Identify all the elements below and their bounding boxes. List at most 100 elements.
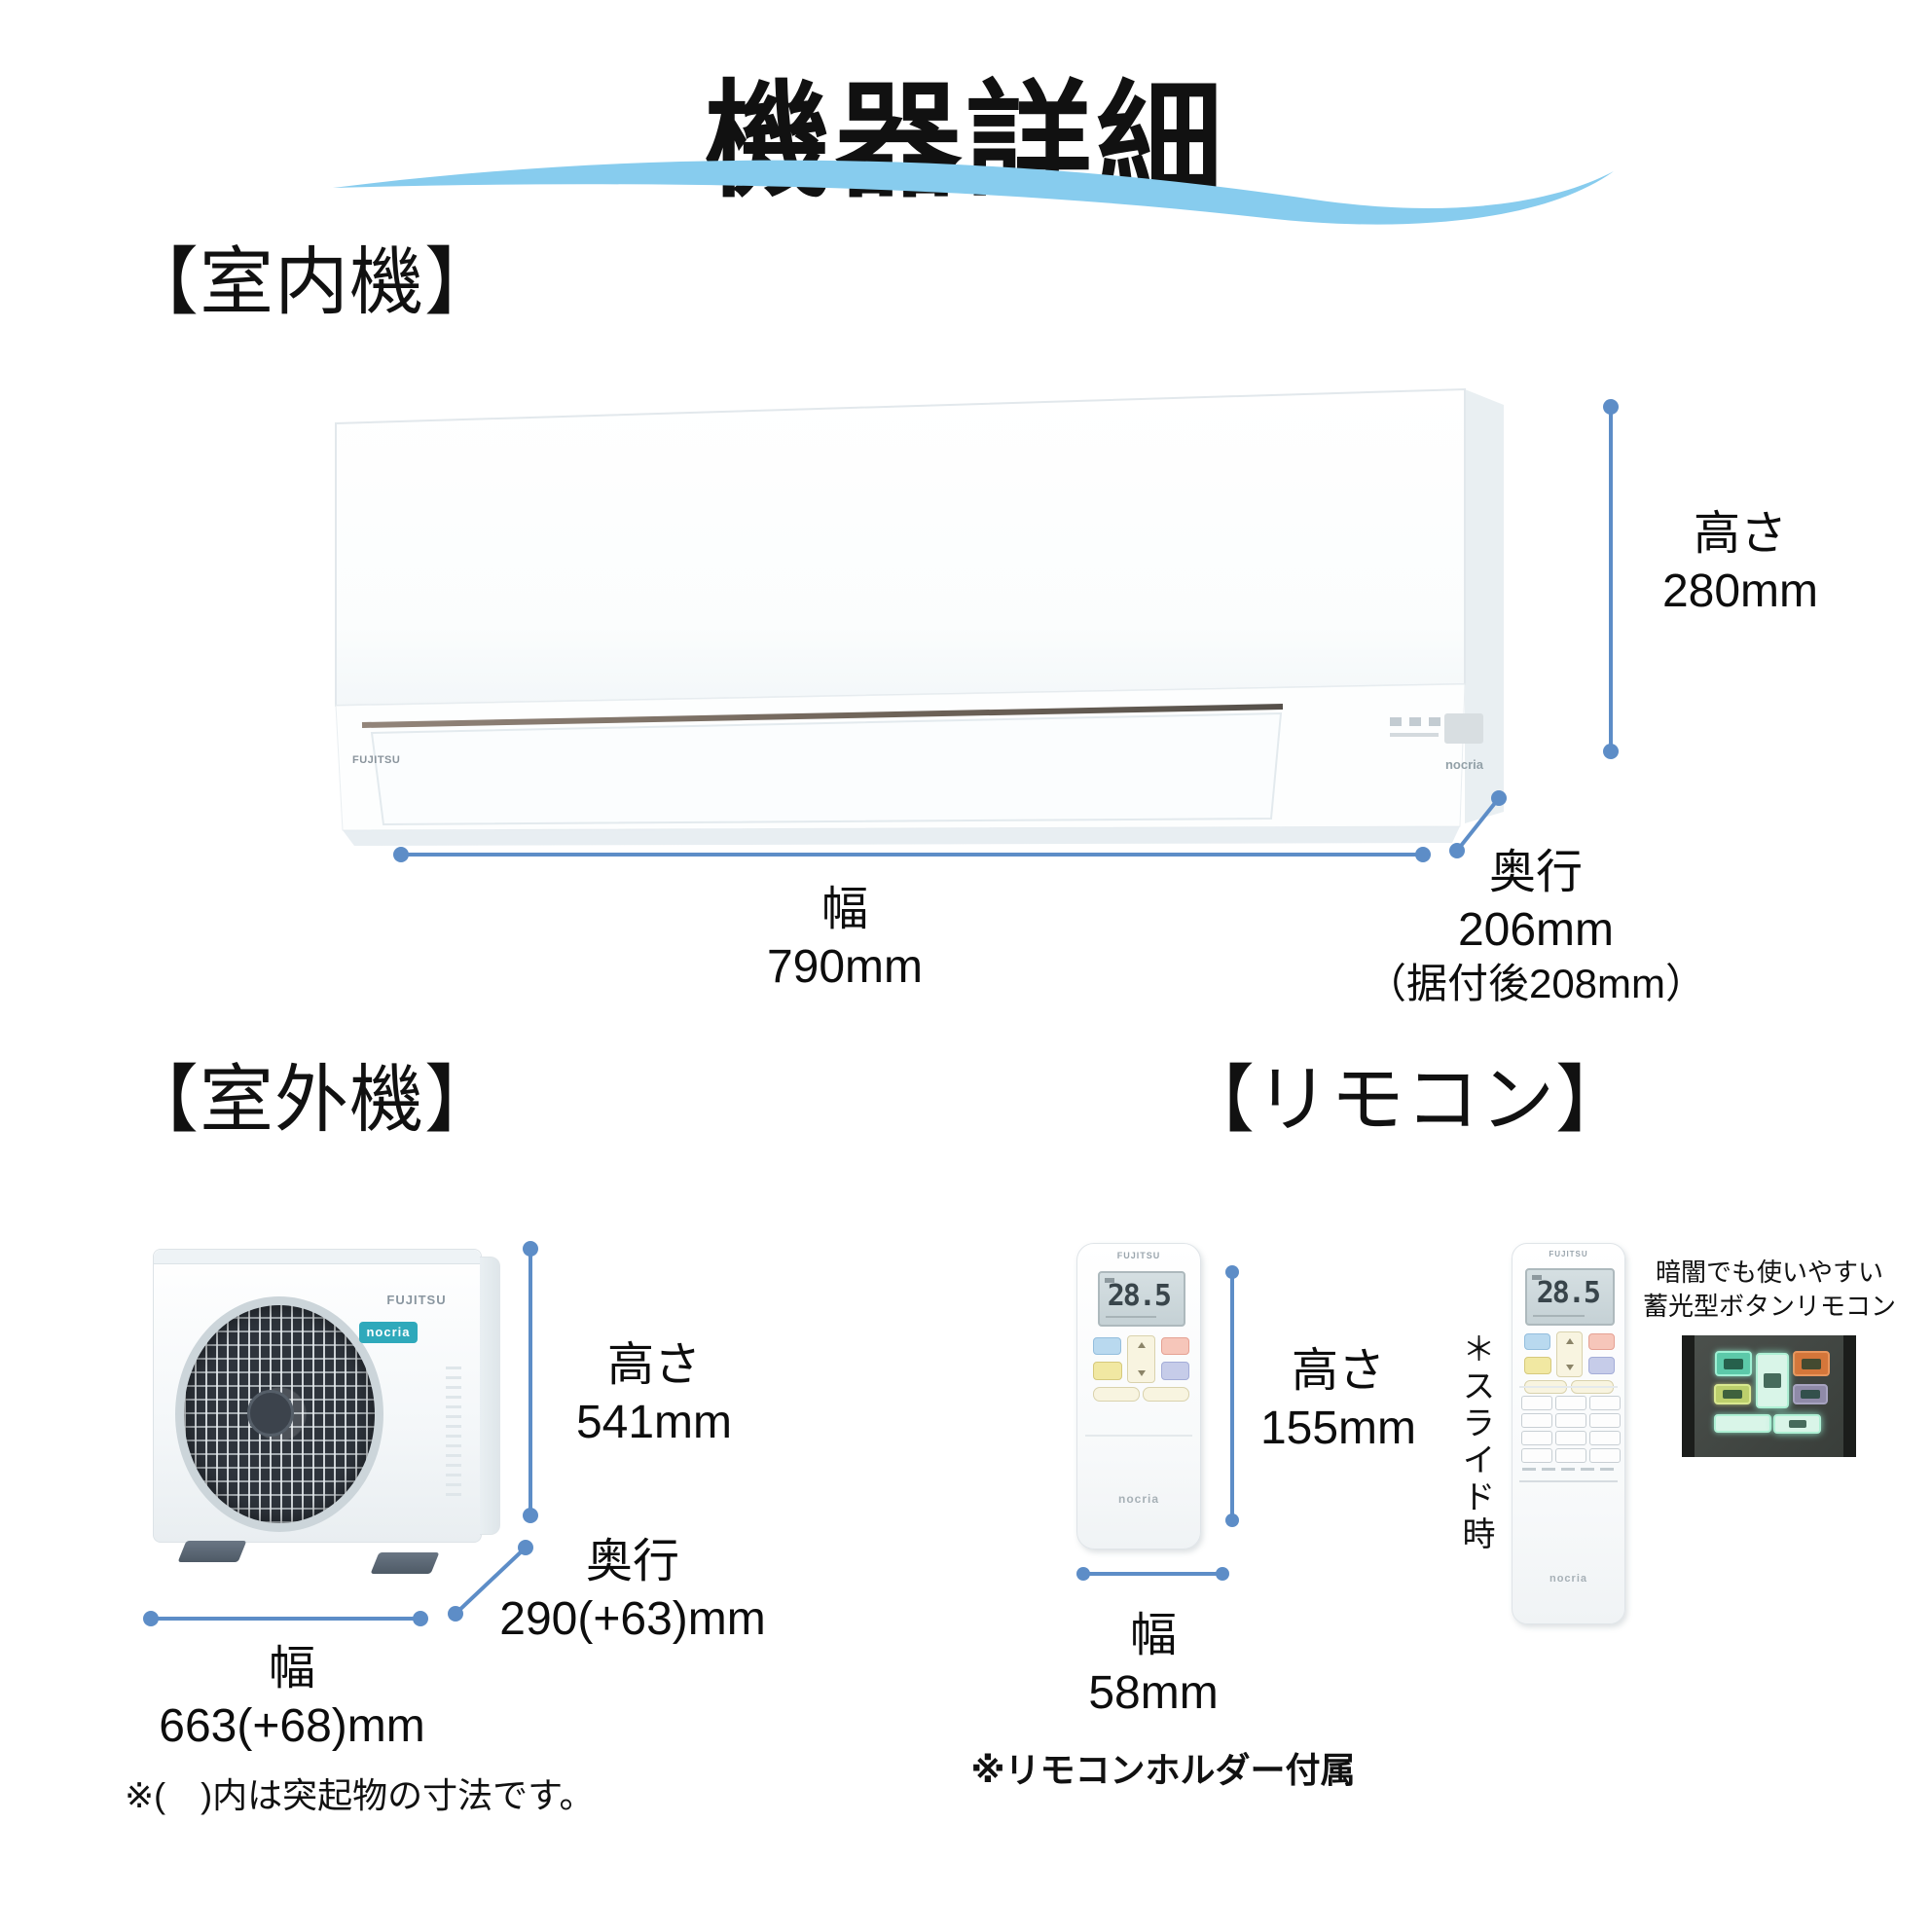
remote-width-label: 幅 [1129,1610,1178,1661]
indoor-depth-value: 206mm [1457,903,1615,956]
remote-slid-mini-button [1521,1396,1552,1410]
indoor-depth-dimension: 奥行 206mm （据付後208mm） [1366,845,1706,1008]
outdoor-dimension-lines [143,1241,538,1626]
outdoor-depth-label: 奥行 [585,1536,680,1587]
remote-slid-lcd-mode-mark [1532,1275,1542,1280]
remote-lcd-mode-mark [1105,1278,1114,1283]
remote-dry-button [1093,1362,1122,1380]
remote-slid-mini-button [1589,1431,1621,1445]
indoor-width-dimension: 幅 790mm [767,882,923,996]
outdoor-fan-hub [247,1390,294,1437]
outdoor-protrusion-note: ※( )内は突起物の寸法です。 [125,1775,595,1815]
remote-heat-button [1161,1337,1189,1355]
remote-slid-fine-text [1522,1468,1615,1471]
remote-slid-lcd-temperature: 28.5 [1536,1276,1601,1310]
outdoor-section-heading: 【室外機】 [125,1059,499,1142]
outdoor-foot-left [177,1541,247,1562]
remote-slid-lcd: 28.5 [1525,1268,1615,1326]
indoor-brand-logo: FUJITSU [352,754,400,766]
indoor-flap [370,711,1283,826]
outdoor-height-label: 高さ [606,1339,701,1391]
outdoor-depth-line [454,1546,528,1616]
remote-width-value: 58mm [1088,1666,1219,1719]
glow-auto-button [1793,1384,1828,1404]
remote-slide-note: ＊スライド時 [1457,1331,1494,1553]
remote-stop-button [1143,1387,1189,1402]
outdoor-foot-right [370,1552,440,1574]
remote-slid-heat-button [1588,1333,1615,1350]
indoor-depth-line [1455,796,1501,853]
outdoor-depth-dimension: 奥行 290(+63)mm [499,1534,765,1648]
remote-height-label: 高さ [1291,1345,1385,1397]
indoor-nocria-logo: nocria [1445,757,1484,772]
remote-slid-lower-seam [1518,1480,1619,1482]
remote-slide-seam [1084,1435,1193,1437]
glow-timer-button [1714,1414,1771,1433]
remote-lcd: 28.5 [1098,1271,1185,1327]
remote-auto-button [1161,1362,1189,1380]
indoor-depth-note: （据付後208mm） [1365,961,1707,1007]
remote-temp-button [1127,1335,1155,1383]
glow-heat-button [1793,1351,1830,1376]
outdoor-nocria-logo: nocria [359,1322,418,1343]
remote-height-value: 155mm [1259,1402,1417,1454]
indoor-height-label: 高さ [1693,508,1787,560]
indoor-height-value: 280mm [1661,565,1819,617]
outdoor-width-dimension: 幅 663(+68)mm [159,1641,424,1755]
indoor-depth-label: 奥行 [1488,847,1583,898]
remote-lcd-scale [1106,1316,1156,1318]
title-underline-swoosh [333,160,1614,225]
remote-slid-brand-logo: FUJITSU [1549,1250,1588,1258]
remote-slid-mini-button [1589,1396,1621,1410]
remote-timer-button [1093,1387,1140,1402]
remote-lcd-temperature: 28.5 [1107,1279,1172,1313]
remote-slid-mini-button [1555,1448,1586,1463]
glow-caption: 暗闇でも使いやすい 蓄光型ボタンリモコン [1643,1256,1896,1324]
glow-caption-line1: 暗闇でも使いやすい [1655,1258,1884,1287]
indoor-dimension-lines [393,399,1619,862]
indoor-width-value: 790mm [766,940,924,993]
remote-slid-dry-button [1524,1357,1551,1374]
remote-brand-logo: FUJITSU [1116,1251,1161,1260]
outdoor-side-panel [480,1257,500,1535]
remote-slid-mini-button [1521,1448,1552,1463]
remote-slid-mini-button [1589,1413,1621,1428]
indoor-sensor-window [1444,713,1483,744]
glow-temp-button [1756,1353,1789,1408]
remote-slid-mini-button [1555,1431,1586,1445]
indoor-unit-photo: FUJITSU nocria [335,387,1504,846]
outdoor-unit-photo: FUJITSU nocria [153,1249,482,1543]
indoor-vent-slit [361,704,1284,728]
remote-dimension-lines [1076,1265,1239,1581]
remote-slid-mini-button [1555,1396,1586,1410]
outdoor-side-vents [446,1367,461,1503]
outdoor-height-dimension: 高さ 541mm [576,1337,732,1451]
remote-slid-mini-button [1555,1413,1586,1428]
remote-slid-mini-button [1521,1431,1552,1445]
outdoor-width-label: 幅 [268,1643,316,1695]
glow-dry-button [1714,1384,1751,1404]
remote-slid-mini-button [1589,1448,1621,1463]
glow-cool-button [1715,1351,1752,1376]
remote-slid-auto-button [1588,1357,1615,1374]
glow-caption-line2: 蓄光型ボタンリモコン [1642,1292,1897,1322]
indoor-indicator-cluster [1390,713,1483,744]
outdoor-height-value: 541mm [575,1396,733,1448]
remote-height-dimension: 高さ 155mm [1260,1343,1416,1457]
remote-slid-mini-button [1521,1413,1552,1428]
outdoor-brand-logo: FUJITSU [386,1293,447,1307]
remote-slid-nocria-logo: nocria [1549,1573,1587,1585]
remote-cool-button [1093,1337,1121,1355]
remote-nocria-logo: nocria [1117,1492,1159,1506]
remote-section-heading: 【リモコン】 [1181,1059,1630,1142]
indoor-height-dimension: 高さ 280mm [1662,506,1818,620]
remote-slid-cool-button [1524,1333,1550,1350]
indoor-width-label: 幅 [820,884,868,935]
indoor-section-heading: 【室内機】 [125,241,499,324]
outdoor-top-panel [154,1250,481,1264]
remote-slid-upper-seam [1518,1386,1619,1388]
remote-slid-lcd-scale [1533,1315,1585,1317]
glow-stop-button [1773,1414,1821,1434]
